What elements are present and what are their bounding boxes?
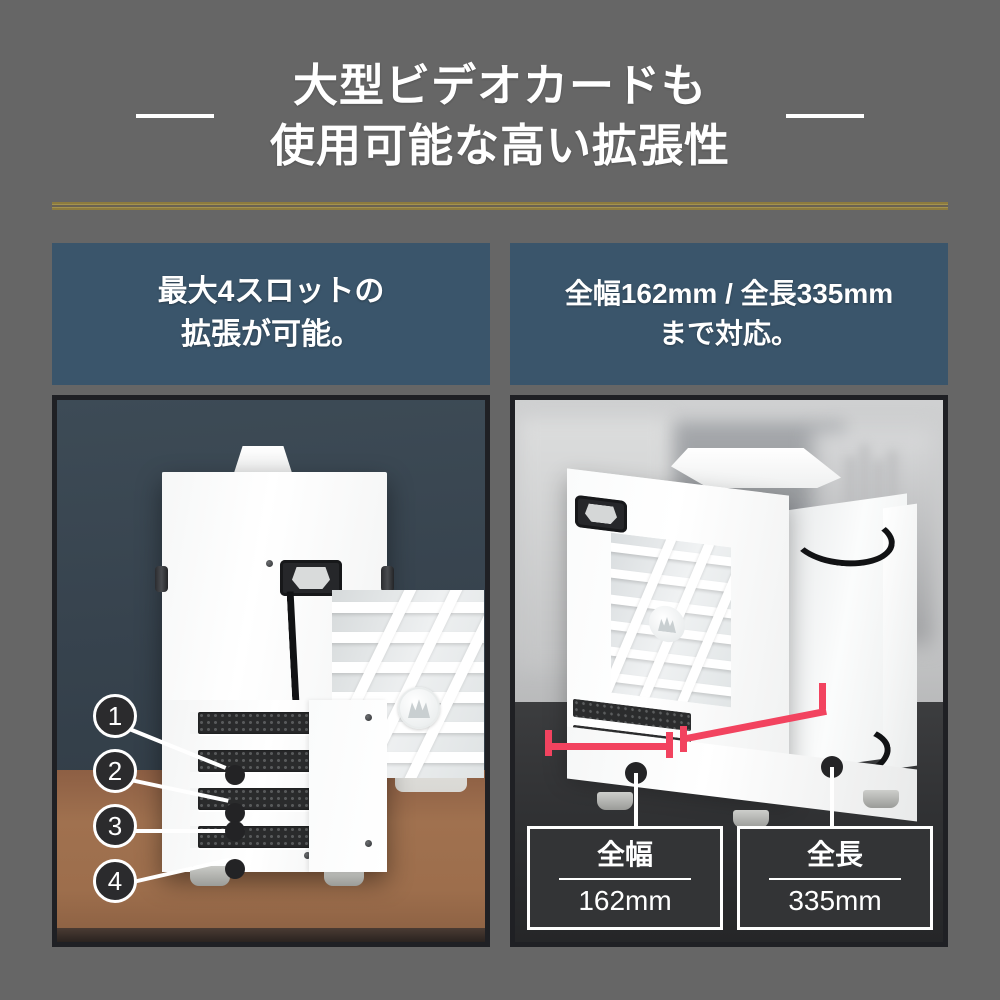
case-foot-left — [190, 866, 230, 886]
case-foot-back — [863, 790, 899, 808]
leader-line-3 — [107, 829, 229, 833]
dimension-value-width: 162mm — [578, 884, 672, 916]
dimension-leader-length — [830, 767, 834, 831]
callout-circle-3: 3 — [93, 804, 137, 848]
dimension-rule-width — [559, 877, 691, 880]
callout-number-1: 1 — [107, 700, 123, 731]
dimension-label-width: 全幅 — [596, 838, 653, 870]
page-title-line1: 大型ビデオカードも — [292, 60, 707, 111]
width-dim-cap-right — [666, 732, 673, 758]
dimension-leader-width — [634, 773, 638, 831]
brand-logo-icon-right — [658, 615, 676, 633]
leader-dot-2 — [225, 803, 245, 823]
callout-number-4: 4 — [107, 865, 123, 896]
dimension-rule-length — [769, 877, 901, 880]
dimension-box-width: 全幅 162mm — [527, 826, 723, 930]
brand-logo-icon — [408, 699, 430, 718]
dimension-box-length: 全長 335mm — [737, 826, 933, 930]
desk-edge — [57, 928, 485, 942]
leader-dot-4 — [225, 859, 245, 879]
column-right: 全幅162mm / 全長335mm まで対応。 — [510, 243, 948, 385]
photo-left-expansion-slots: 1 2 3 4 — [52, 395, 490, 947]
case-three-quarter-view — [553, 448, 923, 838]
caption-text-left: 最大4スロットの 拡張が可能。 — [157, 275, 385, 351]
gold-divider — [52, 202, 948, 210]
callout-circle-1: 1 — [93, 694, 137, 738]
leader-dot-3 — [225, 821, 245, 841]
case-foot-front — [597, 792, 633, 810]
case-side-panel-right — [309, 700, 387, 872]
leader-dot-1 — [225, 765, 245, 785]
callout-number-3: 3 — [107, 810, 123, 841]
callout-circle-2: 2 — [93, 749, 137, 793]
page-title: 大型ビデオカードも 使用可能な高い拡張性 — [0, 56, 1000, 176]
thumbscrew-top-left — [155, 566, 168, 592]
dimension-label-length: 全長 — [806, 838, 863, 870]
caption-box-right: 全幅162mm / 全長335mm まで対応。 — [510, 243, 948, 385]
length-dim-cap-right — [819, 683, 826, 709]
callout-number-2: 2 — [107, 755, 123, 786]
title-dash-right-icon — [786, 113, 864, 118]
width-dim-line — [545, 743, 673, 750]
case-top-handle — [671, 448, 841, 488]
photo-left-scene: 1 2 3 4 — [57, 400, 485, 942]
power-inlet-icon-right — [575, 494, 627, 534]
thumbscrew-top-right — [381, 566, 394, 592]
screw-bottom — [304, 852, 311, 859]
power-inlet-icon — [280, 560, 342, 596]
gold-divider-inner — [52, 205, 948, 207]
caption-box-left: 最大4スロットの 拡張が可能。 — [52, 243, 490, 385]
screw-top — [266, 560, 273, 567]
page-title-line2: 使用可能な高い拡張性 — [269, 119, 730, 171]
caption-text-right: 全幅162mm / 全長335mm まで対応。 — [564, 278, 894, 349]
case-top-vent — [233, 446, 293, 476]
dimension-value-length: 335mm — [788, 884, 882, 916]
brand-logo-badge — [398, 687, 440, 729]
case-foot-mid — [733, 810, 769, 828]
column-left: 最大4スロットの 拡張が可能。 — [52, 243, 490, 385]
page-title-text: 大型ビデオカードも 使用可能な高い拡張性 — [270, 56, 730, 176]
callout-circle-4: 4 — [93, 859, 137, 903]
title-dash-left-icon — [135, 113, 214, 118]
